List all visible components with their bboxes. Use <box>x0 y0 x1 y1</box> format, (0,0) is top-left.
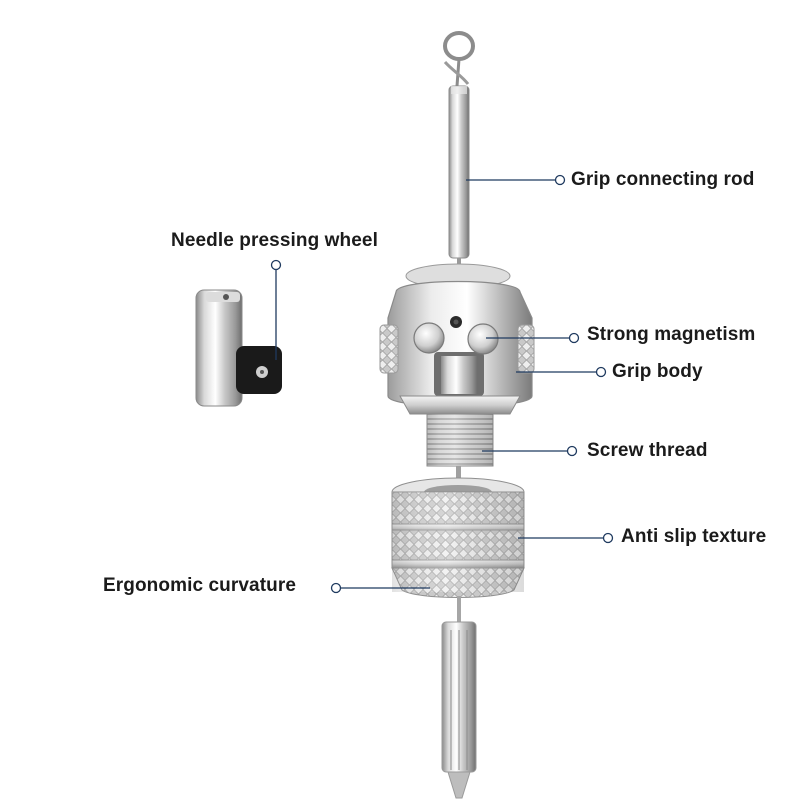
leader-lines <box>270 174 614 594</box>
label-grip-body: Grip body <box>612 361 703 382</box>
label-needle-pressing-wheel: Needle pressing wheel <box>171 230 378 251</box>
screw-thread <box>426 413 494 490</box>
label-strong-magnetism: Strong magnetism <box>587 324 756 345</box>
hanging-loop <box>443 31 475 61</box>
magnet-right <box>467 323 499 355</box>
needle-cartridge <box>441 596 477 799</box>
grip-body <box>379 263 535 415</box>
needle-pressing-wheel <box>195 289 282 407</box>
grip-connecting-rod <box>443 31 475 272</box>
rod-tube <box>448 85 470 259</box>
label-anti-slip-texture: Anti slip texture <box>621 526 767 547</box>
anti-slip-grip <box>391 477 525 598</box>
label-grip-connecting-rod: Grip connecting rod <box>571 169 755 190</box>
magnet-left <box>413 322 445 354</box>
label-screw-thread: Screw thread <box>587 440 708 461</box>
label-ergonomic-curvature: Ergonomic curvature <box>103 575 297 596</box>
